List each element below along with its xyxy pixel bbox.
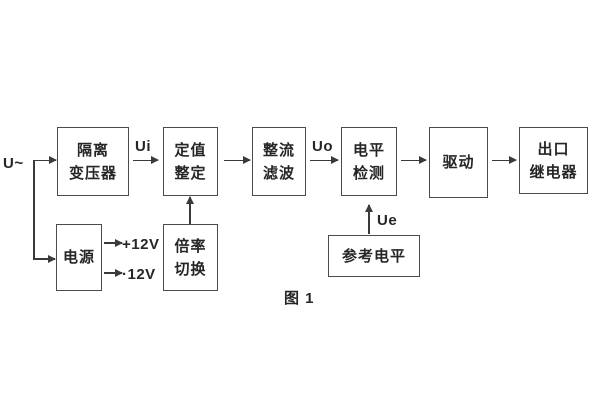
block-setpoint-setting: 定值 整定 [163,127,218,196]
neg-12v-label: ·12V [122,266,156,283]
block-label: 检测 [352,164,385,182]
block-label: 继电器 [529,163,578,181]
arrow-reference-to-level [365,204,372,234]
arrow-level-to-drive [401,156,427,164]
block-label: 隔离 [76,141,109,159]
block-label: 电源 [62,249,95,266]
block-isolation-transformer: 隔离 变压器 [57,127,129,196]
arrow-input-to-transformer [33,156,57,164]
input-branch-line [33,160,35,259]
block-label: 变压器 [68,164,117,182]
arrow-transformer-to-setpoint [133,156,159,164]
block-reference-level: 参考电平 [328,235,420,277]
ue-signal-label: Ue [377,212,398,229]
block-label: 出口 [537,140,570,158]
block-label: 切换 [174,260,207,278]
block-label: 参考电平 [341,247,406,265]
block-drive: 驱动 [429,127,488,198]
arrow-power-neg-rail [104,269,123,276]
block-label: 滤波 [262,164,295,182]
arrow-ratio-to-setpoint [186,196,193,224]
arrow-rectifier-to-level [310,156,339,164]
block-ratio-switching: 倍率 切换 [163,224,218,291]
arrow-power-pos-rail [104,239,123,246]
block-level-detection: 电平 检测 [341,127,397,196]
block-label: 驱动 [442,154,475,171]
block-label: 定值 [174,141,207,159]
figure-caption: 图 1 [284,290,315,307]
arrow-input-to-power [33,255,56,262]
block-label: 电平 [352,141,385,159]
input-signal-label: U~ [3,155,24,172]
block-rectifier-filter: 整流 滤波 [252,127,306,196]
pos-12v-label: +12V [122,236,160,253]
ui-signal-label: Ui [135,138,151,155]
block-label: 倍率 [174,237,207,255]
block-label: 整定 [174,164,207,182]
uo-signal-label: Uo [312,138,333,155]
block-output-relay: 出口 继电器 [519,127,588,194]
block-label: 整流 [262,141,295,159]
block-power-supply: 电源 [56,224,102,291]
arrow-setpoint-to-rectifier [224,156,251,164]
arrow-drive-to-relay [492,156,517,164]
